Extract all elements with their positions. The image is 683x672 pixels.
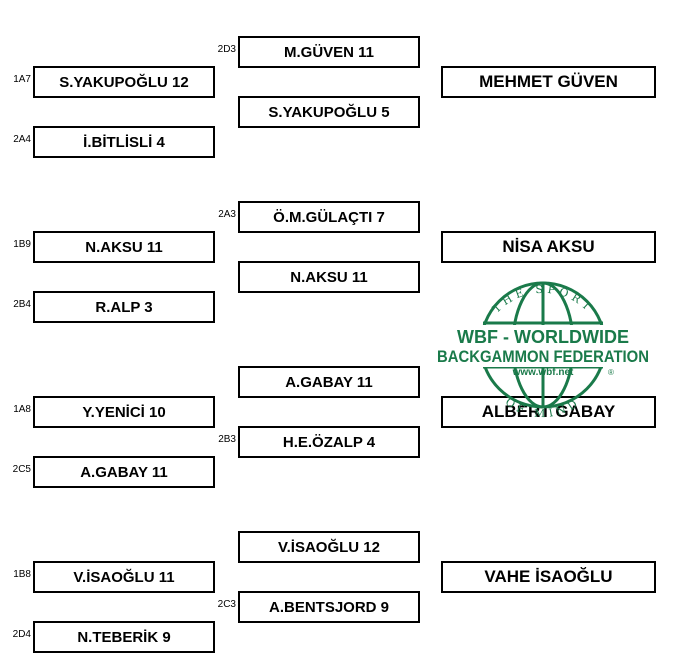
seed-label: 2B3 — [218, 434, 236, 445]
logo-registered-mark: ® — [608, 368, 614, 377]
match-box: V.İSAOĞLU 11 — [33, 561, 215, 593]
match-box-label: N.TEBERİK 9 — [77, 628, 171, 646]
match-box: N.AKSU 11 — [33, 231, 215, 263]
winner-box-label: VAHE İSAOĞLU — [484, 567, 613, 586]
seed-label: 2C3 — [217, 599, 236, 610]
seed-label: 2D3 — [217, 44, 236, 55]
match-box: İ.BİTLİSLİ 4 — [33, 126, 215, 158]
match-box: Ö.M.GÜLAÇTI 7 — [238, 201, 420, 233]
match-box-label: A.GABAY 11 — [80, 463, 168, 481]
match-box: M.GÜVEN 11 — [238, 36, 420, 68]
match-box: V.İSAOĞLU 12 — [238, 531, 420, 563]
logo-line2: BACKGAMMON FEDERATION — [437, 347, 649, 366]
logo-line1: WBF - WORLDWIDE — [457, 327, 629, 347]
match-box: N.AKSU 11 — [238, 261, 420, 293]
winner-box-label: MEHMET GÜVEN — [479, 72, 618, 91]
match-box: A.GABAY 11 — [33, 456, 215, 488]
match-box: R.ALP 3 — [33, 291, 215, 323]
match-box-label: A.BENTSJORD 9 — [268, 598, 390, 616]
winner-box-label: NİSA AKSU — [502, 237, 595, 256]
match-box-label: Y.YENİCİ 10 — [82, 403, 166, 421]
match-box-label: H.E.ÖZALP 4 — [282, 433, 376, 451]
seed-label: 2C5 — [12, 464, 31, 475]
seed-label: 1B9 — [13, 239, 31, 250]
match-box-label: A.GABAY 11 — [285, 373, 373, 391]
match-box-label: V.İSAOĞLU 12 — [278, 538, 380, 556]
winner-box: NİSA AKSU — [441, 231, 656, 263]
wbf-logo: THE SPORT OF MIND WBF - WORLDWIDE BACKGA… — [433, 281, 653, 420]
match-box-label: N.AKSU 11 — [290, 268, 368, 286]
match-box: A.GABAY 11 — [238, 366, 420, 398]
winner-box: ALBERT GABAY — [441, 396, 656, 428]
match-box-label: S.YAKUPOĞLU 12 — [59, 73, 189, 91]
match-box: S.YAKUPOĞLU 5 — [238, 96, 420, 128]
match-box-label: V.İSAOĞLU 11 — [73, 568, 175, 586]
winner-box-label: ALBERT GABAY — [481, 402, 616, 421]
seed-label: 2A3 — [218, 209, 236, 220]
match-box-label: Ö.M.GÜLAÇTI 7 — [273, 208, 385, 226]
match-box-label: R.ALP 3 — [95, 298, 153, 316]
match-box: A.BENTSJORD 9 — [238, 591, 420, 623]
match-box-label: N.AKSU 11 — [85, 238, 163, 256]
logo-url: www.wbf.net — [512, 367, 574, 378]
match-box: Y.YENİCİ 10 — [33, 396, 215, 428]
seed-label: 2D4 — [12, 629, 31, 640]
match-box: S.YAKUPOĞLU 12 — [33, 66, 215, 98]
seed-label: 1B8 — [13, 569, 31, 580]
match-box-label: İ.BİTLİSLİ 4 — [83, 133, 165, 151]
match-box: N.TEBERİK 9 — [33, 621, 215, 653]
seed-label: 2B4 — [13, 299, 31, 310]
seed-label: 2A4 — [13, 134, 31, 145]
match-box-label: S.YAKUPOĞLU 5 — [268, 103, 390, 121]
winner-box: VAHE İSAOĞLU — [441, 561, 656, 593]
seed-label: 1A8 — [13, 404, 31, 415]
match-box: H.E.ÖZALP 4 — [238, 426, 420, 458]
seed-label: 1A7 — [13, 74, 31, 85]
winner-box: MEHMET GÜVEN — [441, 66, 656, 98]
match-box-label: M.GÜVEN 11 — [283, 43, 375, 61]
